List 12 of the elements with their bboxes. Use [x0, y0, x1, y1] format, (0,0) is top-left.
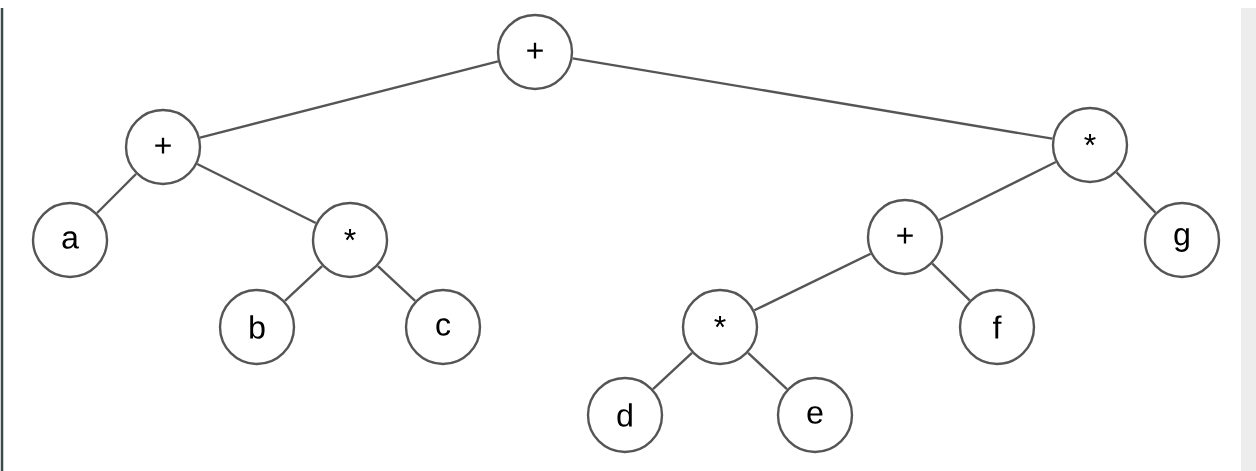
tree-edge — [747, 352, 788, 390]
tree-edge — [96, 173, 137, 214]
tree-edge — [753, 252, 872, 312]
tree-edge — [284, 265, 323, 302]
tree-edge — [1115, 171, 1157, 214]
tree-edge — [572, 57, 1053, 140]
tree-edge — [196, 162, 317, 225]
tree-edge — [377, 265, 416, 302]
tree-edge — [931, 262, 971, 302]
tree-edge — [199, 60, 499, 139]
tree-edge — [652, 352, 693, 390]
tree-edge — [938, 160, 1057, 222]
